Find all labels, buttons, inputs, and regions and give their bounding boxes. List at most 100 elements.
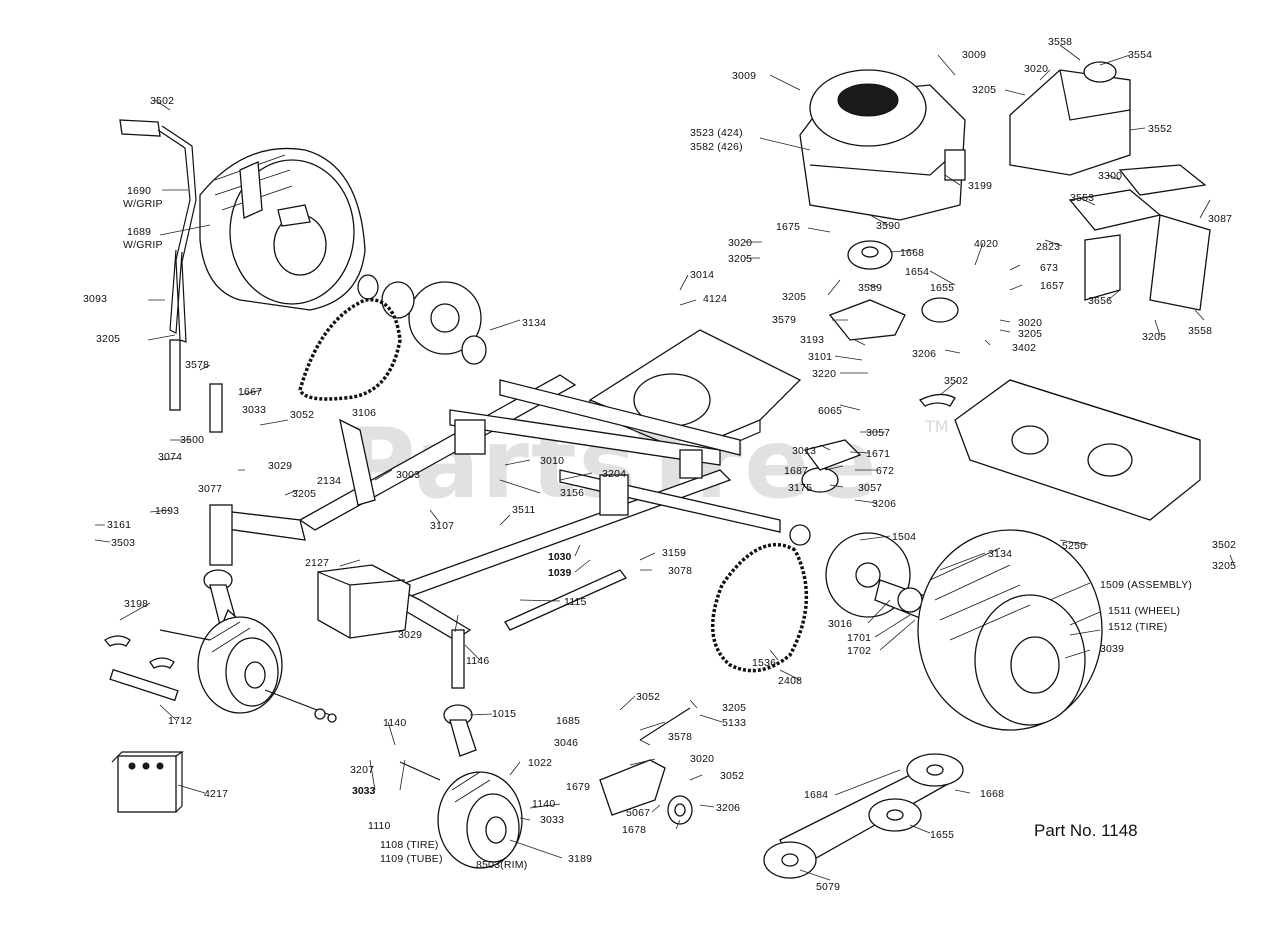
callout-label: 3205 bbox=[1212, 560, 1236, 572]
callout-label: 1671 bbox=[866, 448, 890, 460]
callout-label: 1115 bbox=[564, 596, 587, 608]
part-number: Part No. 1148 bbox=[1034, 821, 1138, 840]
callout-label: 1654 bbox=[905, 266, 929, 278]
callout-label: 3220 bbox=[812, 368, 836, 380]
callout-label: 3046 bbox=[554, 737, 578, 749]
callout-label: 1015 bbox=[492, 708, 516, 720]
callout-label: 3009 bbox=[732, 70, 756, 82]
callout-label: 1655 bbox=[930, 829, 954, 841]
callout-label: 1685 bbox=[556, 715, 580, 727]
callout-label: 3589 bbox=[858, 282, 882, 294]
callout-label: 3078 bbox=[668, 565, 692, 577]
callout-label: 3204 bbox=[602, 468, 626, 480]
callout-label: 3579 bbox=[772, 314, 796, 326]
callout-label: 1701 bbox=[847, 632, 871, 644]
callout-label: 3161 bbox=[107, 519, 131, 531]
callout-label: 5133 bbox=[722, 717, 746, 729]
callout-label: 3553 bbox=[1070, 192, 1094, 204]
callout-label: 3199 bbox=[968, 180, 992, 192]
callout-label: 3511 bbox=[512, 504, 535, 516]
engine bbox=[799, 69, 966, 221]
front-sprocket bbox=[298, 274, 487, 401]
handle-assembly bbox=[119, 119, 223, 433]
callout-label: 3578 bbox=[668, 731, 692, 743]
mower-deck bbox=[918, 379, 1201, 521]
callout-label: 1511 (WHEEL) bbox=[1108, 605, 1180, 617]
callout-label: 3039 bbox=[1100, 643, 1124, 655]
callout-label: 3033 bbox=[540, 814, 564, 826]
callout-label: 3206 bbox=[716, 802, 740, 814]
callout-label: 6065 bbox=[818, 405, 842, 417]
front-wheel-left bbox=[159, 616, 337, 723]
callout-label: 1536 bbox=[752, 657, 776, 669]
callout-label: 1687 bbox=[784, 465, 808, 477]
callout-label: 2134 bbox=[317, 475, 341, 487]
callout-label: 4217 bbox=[204, 788, 228, 800]
callout-label: 1679 bbox=[566, 781, 590, 793]
callout-label: 3523 (424) bbox=[690, 127, 743, 139]
callout-label: 3558 bbox=[1188, 325, 1212, 337]
callout-label: 1668 bbox=[980, 788, 1004, 800]
callout-label: 3206 bbox=[872, 498, 896, 510]
callout-label: 3205 bbox=[728, 253, 752, 265]
rear-wheel bbox=[917, 529, 1103, 731]
callout-label: 3503 bbox=[111, 537, 135, 549]
blower-housing bbox=[199, 147, 366, 311]
callout-label: 3402 bbox=[1012, 342, 1036, 354]
callout-label: 5067 bbox=[626, 807, 650, 819]
callout-label: 1712 bbox=[168, 715, 192, 727]
idler-bracket bbox=[599, 707, 693, 825]
callout-label: 3106 bbox=[352, 407, 376, 419]
small-hardware bbox=[104, 635, 184, 813]
front-wheel-right bbox=[399, 761, 523, 869]
callout-label: 3193 bbox=[800, 334, 824, 346]
callout-label: 3016 bbox=[828, 618, 852, 630]
callout-label: 1140 bbox=[383, 717, 406, 729]
callout-label: 1675 bbox=[776, 221, 800, 233]
callout-label: 3134 bbox=[522, 317, 546, 329]
callout-label: 3554 bbox=[1128, 49, 1152, 61]
callout-label: 1039 bbox=[548, 567, 572, 579]
callout-label: 3020 bbox=[728, 237, 752, 249]
callout-label: 3052 bbox=[290, 409, 314, 421]
callout-label: 3205 bbox=[972, 84, 996, 96]
callout-label: 3590 bbox=[876, 220, 900, 232]
callout-label: 3020 bbox=[690, 753, 714, 765]
callout-label: 3656 bbox=[1088, 295, 1112, 307]
callout-label: 2823 bbox=[1036, 241, 1060, 253]
callout-label: 3205 bbox=[1142, 331, 1166, 343]
callout-label: 1693 bbox=[155, 505, 179, 517]
callout-label: 3205 bbox=[1018, 328, 1042, 340]
callout-label: 1140 bbox=[532, 798, 555, 810]
callout-label: 1509 (ASSEMBLY) bbox=[1100, 579, 1192, 591]
callout-label: 1146 bbox=[466, 655, 489, 667]
callout-label: 1109 (TUBE) bbox=[380, 853, 443, 865]
callout-label: 3029 bbox=[398, 629, 422, 641]
callout-label: 3014 bbox=[690, 269, 714, 281]
callout-label: 3300 bbox=[1098, 170, 1122, 182]
callout-label: 3205 bbox=[782, 291, 806, 303]
callout-label: 3020 bbox=[1018, 317, 1042, 329]
callout-label: 1030 bbox=[548, 551, 572, 563]
callout-label: 3206 bbox=[912, 348, 936, 360]
watermark-tm: TM bbox=[924, 417, 949, 436]
callout-label: 3087 bbox=[1208, 213, 1232, 225]
callout-label: 3013 bbox=[792, 445, 816, 457]
callout-label: W/GRIP bbox=[123, 239, 163, 251]
callout-label: 3029 bbox=[268, 460, 292, 472]
callout-label: 3500 bbox=[180, 434, 204, 446]
callout-label: 1108 (TIRE) bbox=[380, 839, 439, 851]
callout-label: 3033 bbox=[352, 785, 376, 797]
fuel-tank bbox=[1009, 61, 1131, 176]
callout-label: 3558 bbox=[1048, 36, 1072, 48]
callout-label: 3057 bbox=[858, 482, 882, 494]
callout-label: 3003 bbox=[396, 469, 420, 481]
callout-label: 3207 bbox=[350, 764, 374, 776]
callout-label: 3205 bbox=[292, 488, 316, 500]
callout-label: 3502 bbox=[944, 375, 968, 387]
callout-label: 3052 bbox=[720, 770, 744, 782]
callout-label: 4124 bbox=[703, 293, 727, 305]
callout-label: 2127 bbox=[305, 557, 329, 569]
callout-label: 3134 bbox=[988, 548, 1012, 560]
